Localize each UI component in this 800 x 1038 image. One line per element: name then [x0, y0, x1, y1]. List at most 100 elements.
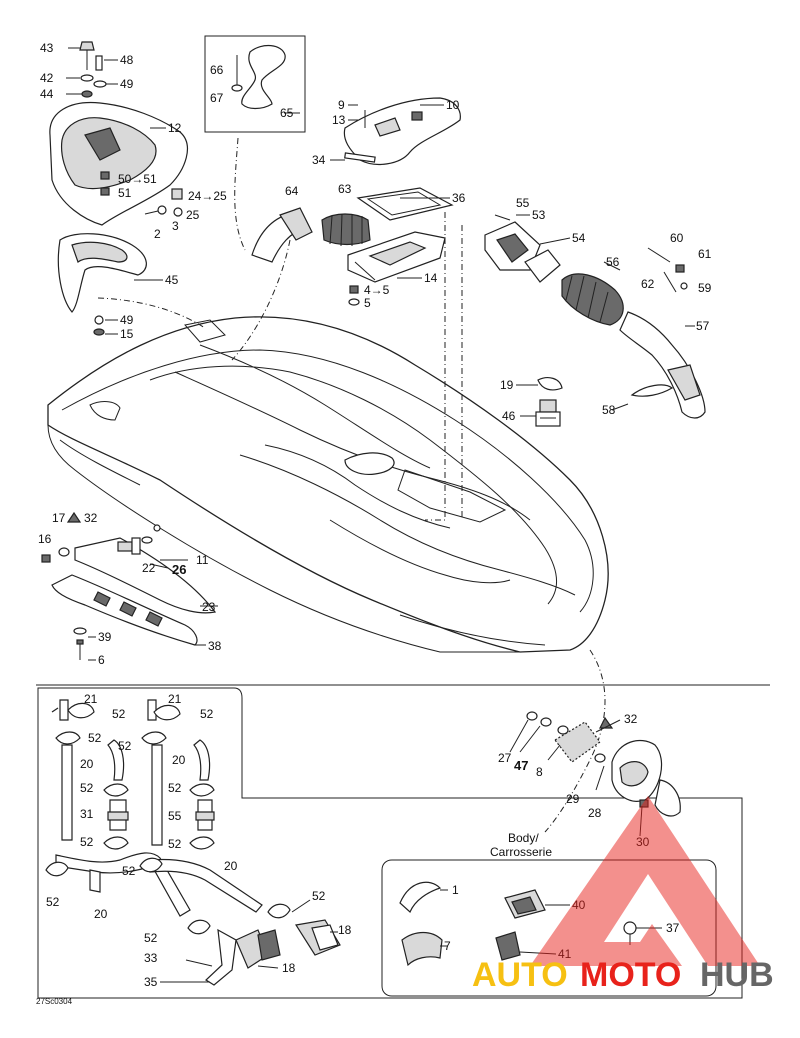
- bracket-65: [231, 45, 286, 110]
- clip-41: [495, 931, 521, 961]
- callout-64: 64: [285, 184, 299, 198]
- callout-10: 10: [446, 98, 460, 112]
- washers-27-47-29-32: [526, 711, 649, 808]
- callout-14: 14: [424, 271, 438, 285]
- flex-hose-56: [561, 273, 624, 326]
- watermark-logo: AUTO MOTO HUB: [472, 796, 774, 994]
- callout-52-a: 52: [112, 707, 126, 721]
- clamp-19: [537, 377, 563, 391]
- callout-13: 13: [332, 113, 346, 127]
- hardware-59-62: [647, 247, 688, 293]
- callout-9: 9: [338, 98, 345, 112]
- drain-plug-46: [535, 399, 561, 427]
- callout-6: 6: [98, 653, 105, 667]
- callout-59: 59: [698, 281, 712, 295]
- callout-66: 66: [210, 63, 224, 77]
- watermark-hub: HUB: [700, 956, 774, 994]
- callout-16: 16: [38, 532, 52, 546]
- callout-61: 61: [698, 247, 712, 261]
- callout-56: 56: [606, 255, 620, 269]
- callout-52-e: 52: [80, 781, 94, 795]
- nut-4-5: [348, 285, 360, 306]
- callout-38: 38: [208, 639, 222, 653]
- callout-20-d: 20: [94, 907, 108, 921]
- leader-lines: [97, 137, 606, 833]
- callout-35: 35: [144, 975, 158, 989]
- callout-55-bottom: 55: [168, 809, 182, 823]
- callout-19: 19: [500, 378, 514, 392]
- callout-52-k: 52: [312, 889, 326, 903]
- callout-32-left: 32: [84, 511, 98, 525]
- callout-1: 1: [452, 883, 459, 897]
- caption-carrosserie: Carrosserie: [490, 845, 552, 859]
- callout-36: 36: [452, 191, 466, 205]
- callout-52-f: 52: [168, 781, 182, 795]
- air-box-14: [347, 231, 446, 283]
- callout-55-top: 55: [516, 196, 530, 210]
- side-trim-23: [74, 537, 217, 614]
- callout-42: 42: [40, 71, 54, 85]
- clip-7: [401, 931, 443, 967]
- watermark-triangle-icon: [530, 796, 760, 966]
- callout-18-right: 18: [338, 923, 352, 937]
- fasteners-16-17-32: [41, 511, 82, 563]
- gasket-8: [554, 721, 601, 763]
- bellows-63: [321, 213, 371, 247]
- callout-28: 28: [588, 806, 602, 820]
- callout-48: 48: [120, 53, 134, 67]
- callout-47: 47: [514, 758, 528, 773]
- callout-63: 63: [338, 182, 352, 196]
- detail-box-65-67: [204, 35, 306, 133]
- callout-33: 33: [144, 951, 158, 965]
- watermark-moto: MOTO: [580, 956, 681, 994]
- callout-4-5: 4→5: [364, 283, 390, 297]
- callout-50-51: 50→51: [118, 172, 157, 186]
- callout-27: 27: [498, 751, 512, 765]
- callout-12: 12: [168, 121, 182, 135]
- callout-49-bottom: 49: [120, 313, 134, 327]
- callout-26: 26: [172, 562, 186, 577]
- callout-52-c: 52: [88, 731, 102, 745]
- callout-20-c: 20: [224, 859, 238, 873]
- callout-52-j: 52: [46, 895, 60, 909]
- callout-21-left: 21: [84, 692, 98, 706]
- gasket-54: [524, 249, 561, 283]
- callout-37: 37: [666, 921, 680, 935]
- callout-34: 34: [312, 153, 326, 167]
- callout-57: 57: [696, 319, 710, 333]
- callout-45: 45: [165, 273, 179, 287]
- callout-58: 58: [602, 403, 616, 417]
- callout-52-h: 52: [168, 837, 182, 851]
- callout-52-l: 52: [144, 931, 158, 945]
- callout-24-25: 24→25: [188, 189, 227, 203]
- callout-44: 44: [40, 87, 54, 101]
- hardware-middle-left: [93, 171, 183, 336]
- callout-43: 43: [40, 41, 54, 55]
- hull-body: [47, 316, 609, 653]
- watermark-auto: AUTO: [472, 956, 568, 994]
- callout-11: 11: [196, 553, 209, 567]
- callout-17: 17: [52, 511, 66, 525]
- vent-housing-53: [484, 214, 541, 271]
- callout-18-bottom: 18: [282, 961, 296, 975]
- caption-body: Body/: [508, 831, 539, 845]
- air-intake-cover-10: [343, 97, 461, 166]
- callout-2: 2: [154, 227, 161, 241]
- clip-1: [399, 881, 442, 914]
- callout-52-d: 52: [118, 739, 132, 753]
- callout-29: 29: [566, 792, 580, 806]
- callout-21-right: 21: [168, 692, 182, 706]
- callout-53: 53: [532, 208, 546, 222]
- callout-46: 46: [502, 409, 516, 423]
- callout-39: 39: [98, 630, 112, 644]
- callout-32-right: 32: [624, 712, 638, 726]
- fasteners-22-26-11: [117, 524, 161, 555]
- hose-kit-box: [37, 687, 743, 999]
- drawing-code: 27Sc0304: [36, 997, 73, 1006]
- filters-18-33-35: [185, 919, 341, 986]
- vent-tube-57: [619, 311, 706, 419]
- callout-49-top: 49: [120, 77, 134, 91]
- callout-54: 54: [572, 231, 586, 245]
